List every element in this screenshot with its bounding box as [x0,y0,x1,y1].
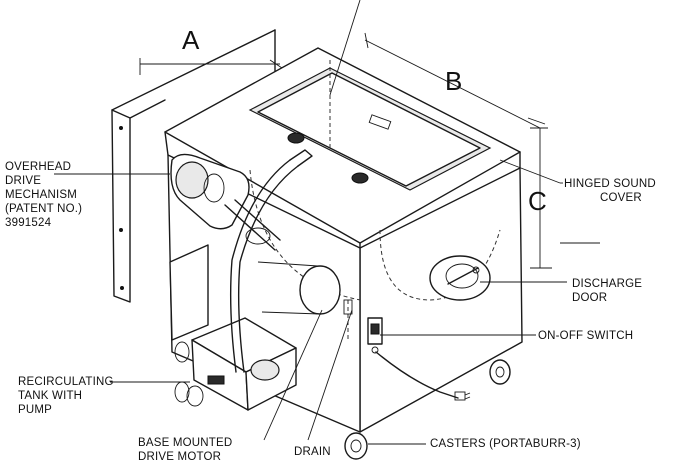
base-motor [257,261,341,315]
label-discharge-door: DISCHARGE DOOR [572,277,642,305]
label-line: OVERHEAD [5,161,72,173]
label-overhead-drive: OVERHEAD DRIVE MECHANISM (PATENT NO.) 39… [5,160,82,230]
leader-lines [54,159,600,445]
label-line: TANK WITH [18,390,83,402]
label-line: DOOR [572,292,608,304]
label-on-off-switch: ON-OFF SWITCH [538,330,634,342]
dimension-c: C [528,186,547,216]
casters [186,359,511,460]
label-line: BASE MOUNTED [138,437,233,449]
label-line: DRIVE [5,175,42,187]
label-recirculating-tank: RECIRCULATING TANK WITH PUMP [18,375,114,417]
label-drain: DRAIN [294,446,331,458]
label-line: PUMP [18,404,53,416]
label-line: MECHANISM [5,189,78,201]
label-line: 3991524 [5,217,52,229]
label-line: RECIRCULATING [18,376,114,388]
label-line: (PATENT NO.) [5,203,83,215]
dimension-b: B [445,66,463,96]
overhead-drive [170,153,281,251]
label-base-motor: BASE MOUNTED DRIVE MOTOR [138,436,232,464]
discharge-door [429,255,491,301]
switch-box [367,317,383,354]
label-line: DRIVE MOTOR [138,451,222,463]
dimension-a: A [182,25,200,55]
recirculating-tank [169,244,297,411]
label-line: HINGED SOUND [564,178,656,190]
label-line: COVER [600,192,642,204]
label-line: DISCHARGE [572,278,643,290]
dimension-lines [139,0,552,269]
label-casters: CASTERS (PORTABURR-3) [430,438,581,450]
label-hinged-cover: HINGED SOUND COVER [564,177,656,205]
